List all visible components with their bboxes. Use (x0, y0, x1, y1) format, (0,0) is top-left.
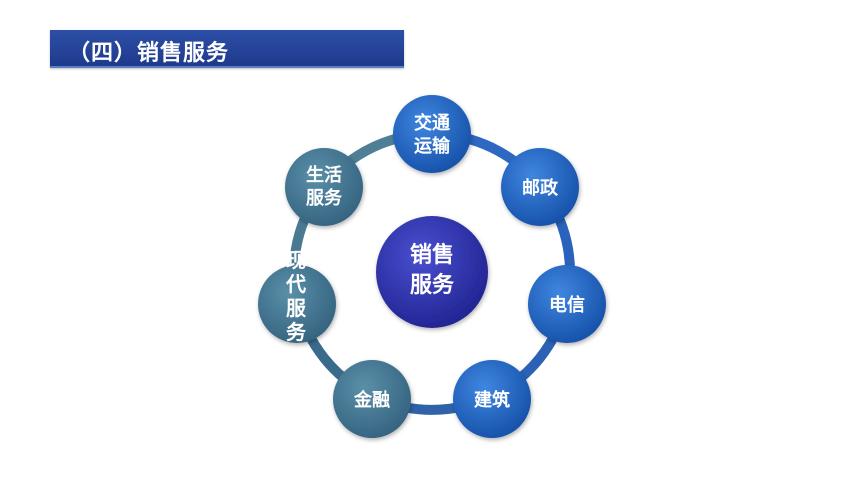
node-life-service-circle (285, 148, 363, 226)
node-construction-circle (453, 360, 531, 438)
center-node-circle (376, 216, 488, 328)
node-transport: 交通 运输 (393, 95, 471, 173)
node-postal-label: 邮政 (522, 177, 559, 199)
node-transport-circle (393, 95, 471, 173)
node-modern-service: 现代服务 (258, 248, 336, 344)
center-node: 销售 服务 (376, 216, 488, 328)
node-telecom-circle (528, 265, 606, 343)
node-finance: 金融 (333, 360, 411, 438)
node-telecom-label: 电信 (549, 294, 585, 316)
node-life-service-label-line2: 服务 (306, 187, 343, 209)
node-modern-service-circle (258, 265, 336, 343)
center-label-line1: 销售 (410, 242, 454, 268)
node-telecom: 电信 (528, 265, 606, 343)
node-construction: 建筑 (453, 360, 531, 438)
node-life-service-label-line1: 生活 (306, 164, 342, 186)
node-transport-label-line1: 交通 (414, 112, 450, 134)
center-label-line2: 服务 (410, 273, 455, 298)
node-life-service: 生活 服务 (285, 148, 363, 226)
node-postal-circle (501, 148, 579, 226)
node-finance-label: 金融 (353, 389, 390, 411)
section-title: （四）销售服务 (68, 41, 230, 66)
node-modern-service-label: 现代服务 (285, 248, 307, 344)
node-construction-label: 建筑 (474, 389, 510, 411)
node-transport-label-line2: 运输 (414, 135, 451, 157)
node-finance-circle (333, 360, 411, 438)
node-postal: 邮政 (501, 148, 579, 226)
section-title-bar: （四）销售服务 (50, 30, 404, 68)
